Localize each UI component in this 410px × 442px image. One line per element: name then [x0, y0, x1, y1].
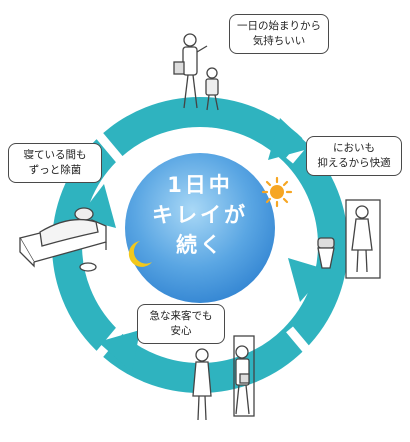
center-circle	[125, 153, 275, 303]
morning-bubble-line-1: 一日の始まりから	[237, 20, 321, 32]
arrow-down-icon	[288, 258, 328, 302]
center-title-line-3: 続く	[176, 233, 224, 257]
odor-bubble: においも 抑えるから快適	[306, 136, 402, 176]
sleep-bubble: 寝ている間も ずっと除菌	[8, 143, 102, 183]
odor-bubble-line-2: 抑えるから快適	[317, 157, 391, 169]
moon-icon	[128, 241, 152, 267]
guest-people-illustration	[192, 335, 255, 421]
arrow-right-icon	[268, 118, 312, 160]
arrow-left-icon	[98, 330, 140, 372]
center-title: 1日中 キレイが 続く	[130, 170, 270, 260]
guest-bubble: 急な来客でも 安心	[137, 304, 225, 344]
morning-people-illustration	[173, 33, 219, 111]
guest-bubble-line-1: 急な来客でも	[149, 310, 213, 322]
morning-bubble-line-2: 気持ちいい	[252, 35, 306, 47]
toilet-room-illustration	[317, 199, 381, 279]
sleeping-person-illustration	[19, 207, 107, 272]
sleep-bubble-line-1: 寝ている間も	[23, 149, 87, 161]
center-title-line-2: キレイが	[152, 203, 248, 227]
center-title-line-1: 1日中	[167, 173, 233, 197]
morning-bubble: 一日の始まりから 気持ちいい	[229, 14, 329, 54]
guest-bubble-line-2: 安心	[170, 325, 192, 337]
sun-icon	[261, 176, 293, 208]
sleep-bubble-line-2: ずっと除菌	[28, 164, 82, 176]
odor-bubble-line-1: においも	[333, 142, 375, 154]
